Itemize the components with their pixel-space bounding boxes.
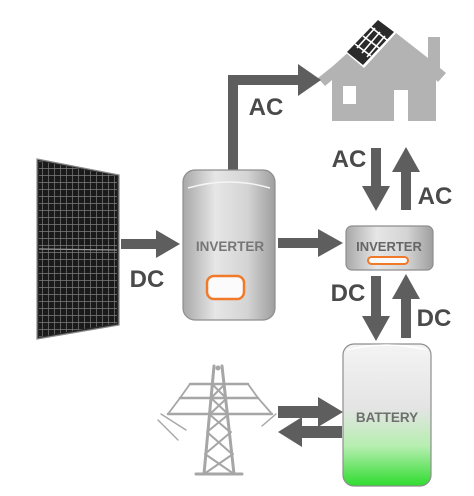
battery-inverter-label: INVERTER: [356, 239, 422, 254]
label-dc-battery-down: DC: [331, 280, 366, 307]
arrow-battery-down: [362, 276, 390, 341]
label-ac-inverter-house: AC: [249, 94, 284, 121]
label-dc-panel: DC: [130, 266, 165, 293]
label-ac-house-down: AC: [332, 146, 367, 173]
arrow-panel-to-inverter: [121, 230, 180, 258]
main-inverter-icon: INVERTER: [182, 169, 276, 321]
house-icon: [318, 17, 446, 121]
arrow-inverter-to-battery-inverter: [278, 229, 343, 257]
battery-label: BATTERY: [356, 410, 418, 425]
battery-inverter-indicator: [367, 256, 409, 265]
main-inverter-indicator: [205, 274, 246, 301]
main-inverter-label: INVERTER: [196, 239, 265, 254]
battery-inverter-icon: INVERTER: [345, 225, 434, 271]
label-ac-house-up: AC: [418, 183, 453, 210]
roof-solar-array-icon: [345, 17, 397, 68]
label-dc-battery-up: DC: [417, 305, 452, 332]
arrow-grid-to-battery: [278, 397, 343, 427]
battery-icon: BATTERY: [342, 343, 432, 487]
arrow-battery-to-grid: [278, 417, 342, 447]
arrow-battery-up: [392, 274, 420, 338]
flow-arrows: [121, 64, 420, 447]
arrow-house-down: [362, 148, 390, 211]
power-pylon-icon: [157, 364, 277, 476]
arrow-house-up: [392, 147, 420, 210]
solar-panel-icon: [36, 158, 120, 340]
arrow-inverter-to-house: [228, 64, 321, 172]
